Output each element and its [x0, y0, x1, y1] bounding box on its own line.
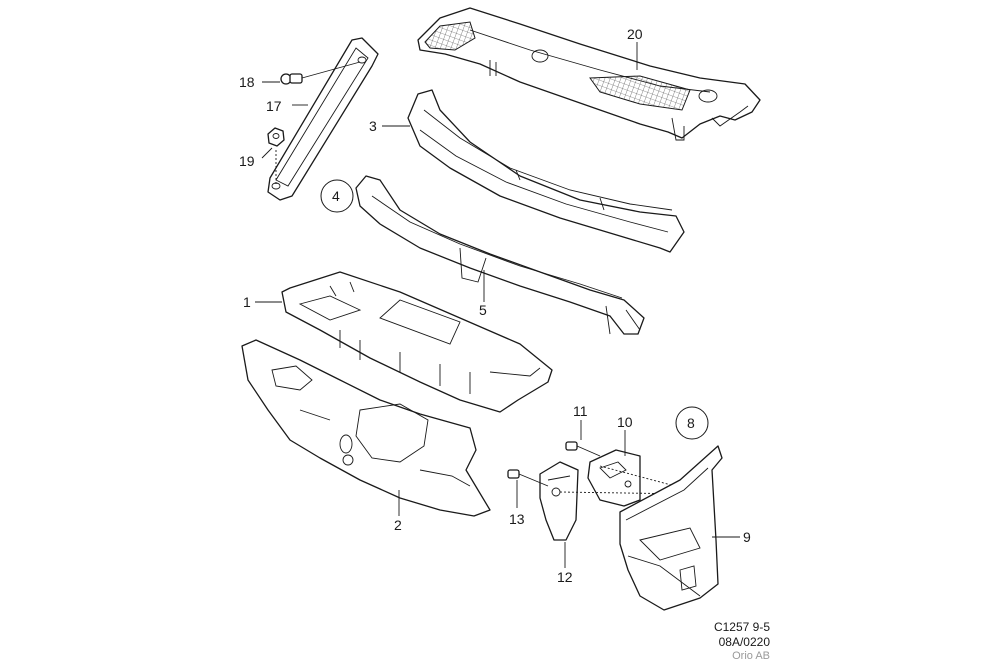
part-12-bracket: [539, 461, 579, 541]
callout-18: 18: [239, 74, 255, 90]
callout-4-circle: [320, 179, 354, 213]
part-3-crossmember: [407, 89, 685, 253]
part-11-screw: [565, 441, 601, 457]
callout-8-circle: [675, 406, 709, 440]
part-10-bracket: [587, 449, 641, 507]
callout-3: 3: [369, 118, 377, 134]
part-18-bolt: [280, 61, 361, 85]
callout-9: 9: [743, 529, 751, 545]
callout-13: 13: [509, 511, 525, 527]
callout-4: 4: [332, 188, 340, 204]
callout-2: 2: [394, 517, 402, 533]
part-9-side-panel: [619, 445, 723, 611]
callout-10: 10: [617, 414, 633, 430]
callout-19: 19: [239, 153, 255, 169]
callout-12: 12: [557, 569, 573, 585]
footer-brand: Orio AB: [732, 650, 770, 662]
callout-8: 8: [687, 415, 695, 431]
leader-19: [261, 147, 273, 159]
footer-diagram-code: C1257 9-5: [713, 620, 770, 634]
part-5-crossmember: [355, 175, 645, 335]
part-20-cowl-panel: [417, 7, 761, 141]
part-13-screw: [507, 469, 549, 487]
part-2-firewall: [241, 339, 491, 517]
part-19-nut: [267, 127, 285, 147]
part-17-bracket: [267, 37, 379, 201]
callout-20: 20: [627, 26, 643, 42]
callout-1: 1: [243, 294, 251, 310]
callout-5: 5: [479, 302, 487, 318]
footer-revision: 08A/0220: [718, 635, 770, 649]
part-1-upper-bulkhead: [281, 271, 553, 413]
callout-17: 17: [266, 98, 282, 114]
callout-11: 11: [573, 403, 588, 419]
